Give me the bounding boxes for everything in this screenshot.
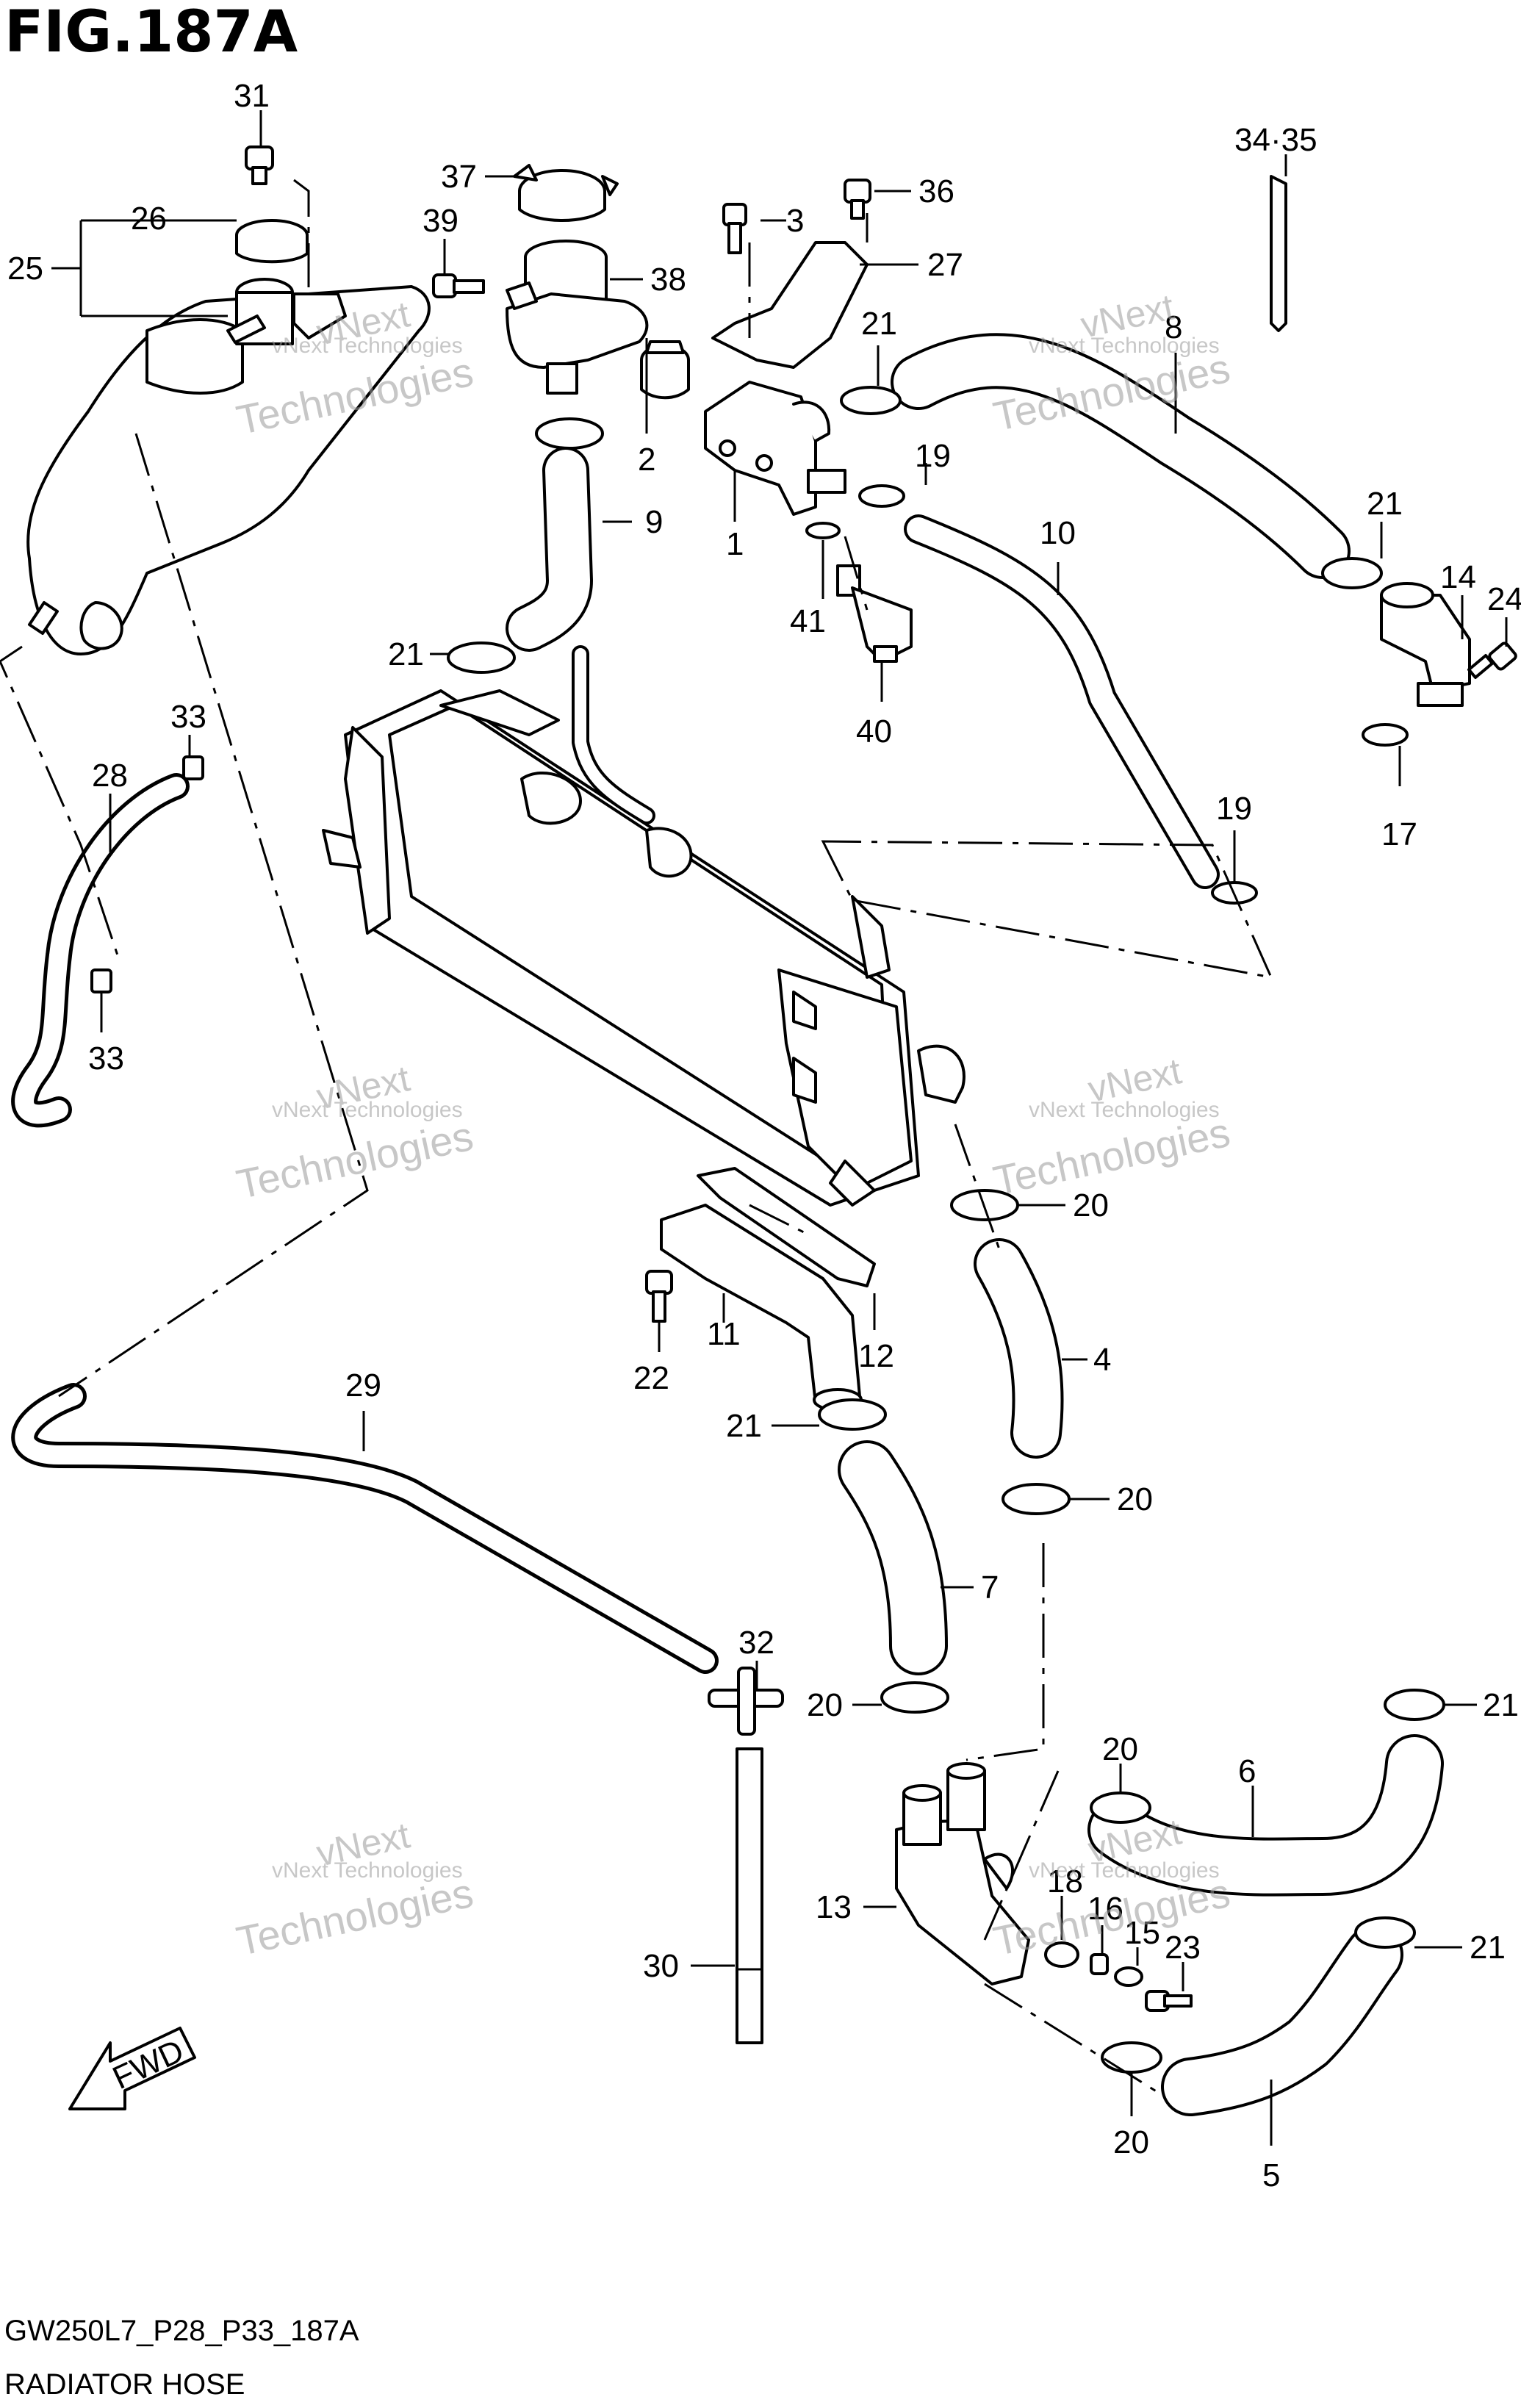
callout-8: 8 [1165, 309, 1182, 345]
t-joint [708, 1667, 784, 1736]
callout-10: 10 [1040, 515, 1076, 551]
callout-21-d: 21 [726, 1408, 762, 1444]
callout-13: 13 [816, 1889, 852, 1925]
svg-text:vNext Technologies: vNext Technologies [1029, 1858, 1220, 1883]
thermostat [640, 340, 690, 400]
callout-34-35: 34·35 [1234, 122, 1317, 158]
callout-36: 36 [918, 173, 954, 209]
thermostat-bolt [432, 273, 485, 298]
callout-31: 31 [234, 78, 270, 114]
union-o-ring [1362, 723, 1409, 747]
thermostat-body [704, 381, 846, 516]
callout-29: 29 [345, 1367, 381, 1404]
callout-37: 37 [441, 159, 477, 195]
svg-text:Technologies: Technologies [989, 1109, 1234, 1204]
svg-text:vNext Technologies: vNext Technologies [272, 1098, 463, 1122]
callout-20-d: 20 [1102, 1731, 1138, 1767]
leader-lines [51, 110, 1508, 2146]
callout-5: 5 [1262, 2157, 1280, 2193]
callout-12: 12 [858, 1338, 894, 1374]
gasket [697, 1167, 876, 1287]
callout-23: 23 [1165, 1930, 1201, 1966]
callout-26: 26 [131, 201, 167, 237]
bracket-screw [844, 179, 871, 220]
fwd-arrow-icon: FWD [68, 2027, 196, 2110]
callout-1: 1 [726, 526, 744, 562]
callout-21-e: 21 [1483, 1687, 1519, 1723]
callout-21-a: 21 [861, 306, 897, 342]
callout-25: 25 [7, 251, 43, 287]
callout-32: 32 [738, 1625, 774, 1661]
callout-41: 41 [790, 603, 826, 639]
callout-20-c: 20 [807, 1687, 843, 1723]
callout-14: 14 [1440, 559, 1476, 595]
model-code: GW250L7_P28_P33_187A [4, 2315, 359, 2347]
water-pump-joint [895, 1762, 1030, 1985]
o-ring [805, 522, 841, 539]
callout-18: 18 [1047, 1863, 1083, 1900]
thermostat-cap [513, 164, 619, 222]
radiator [322, 689, 966, 1207]
reservoir-bolt [245, 145, 274, 185]
callout-20-a: 20 [1073, 1187, 1109, 1223]
reservoir-tank [26, 278, 431, 655]
hose-strap [1270, 175, 1287, 332]
thermostat-housing [506, 240, 649, 395]
temperature-sensor [836, 564, 913, 663]
collar-16 [1090, 1953, 1109, 1975]
callout-38: 38 [650, 262, 686, 298]
svg-text:vNext Technologies: vNext Technologies [272, 1858, 463, 1883]
figure-title: FIG.187A [4, 0, 298, 65]
callout-40: 40 [856, 714, 892, 750]
callout-7: 7 [981, 1570, 999, 1606]
svg-text:Technologies: Technologies [232, 1869, 477, 1965]
callout-17: 17 [1381, 816, 1417, 852]
washer-15 [1114, 1966, 1143, 1987]
pipe-bolt [645, 1270, 673, 1323]
svg-text:vNext Technologies: vNext Technologies [1029, 1098, 1220, 1122]
callout-20-e: 20 [1113, 2124, 1149, 2160]
callout-6: 6 [1238, 1753, 1256, 1789]
callout-labels: 31 26 25 37 39 38 3 36 27 34·35 8 21 2 9… [7, 78, 1521, 2193]
callout-19-b: 19 [1216, 791, 1252, 827]
callout-21-b: 21 [1367, 486, 1403, 522]
callout-3: 3 [786, 203, 804, 239]
callout-15: 15 [1124, 1915, 1160, 1951]
callout-33-b: 33 [88, 1041, 124, 1077]
callout-2: 2 [638, 442, 655, 478]
assembly-lines [0, 179, 1273, 2096]
callout-33-a: 33 [170, 699, 206, 735]
bracket-bolt [722, 203, 747, 254]
figure-caption: RADIATOR HOSE [4, 2368, 245, 2401]
callout-11: 11 [707, 1316, 741, 1352]
callout-21-f: 21 [1470, 1930, 1506, 1966]
hose-clamps [90, 386, 1445, 2074]
callout-20-b: 20 [1117, 1481, 1153, 1517]
svg-text:Technologies: Technologies [232, 1113, 477, 1208]
callout-21-c: 21 [388, 636, 424, 672]
callout-19-a: 19 [915, 438, 951, 474]
callout-27: 27 [927, 247, 963, 283]
callout-22: 22 [633, 1360, 669, 1396]
svg-text:vNext Technologies: vNext Technologies [1029, 334, 1220, 358]
callout-39: 39 [422, 203, 459, 239]
hose-29 [11, 1383, 719, 1674]
callout-16: 16 [1087, 1891, 1123, 1927]
washer-18 [1044, 1941, 1079, 1968]
callout-24: 24 [1487, 581, 1521, 617]
union-bolt [1467, 641, 1517, 680]
bracket [711, 241, 869, 369]
svg-text:vNext Technologies: vNext Technologies [272, 334, 463, 358]
callout-28: 28 [92, 758, 128, 794]
reservoir-cap [235, 219, 309, 264]
callout-9: 9 [645, 504, 663, 540]
hose-30 [736, 1747, 763, 2044]
callout-30: 30 [643, 1948, 679, 1984]
water-union [1380, 582, 1471, 707]
callout-4: 4 [1093, 1342, 1111, 1378]
bolt-23 [1145, 1990, 1193, 2012]
